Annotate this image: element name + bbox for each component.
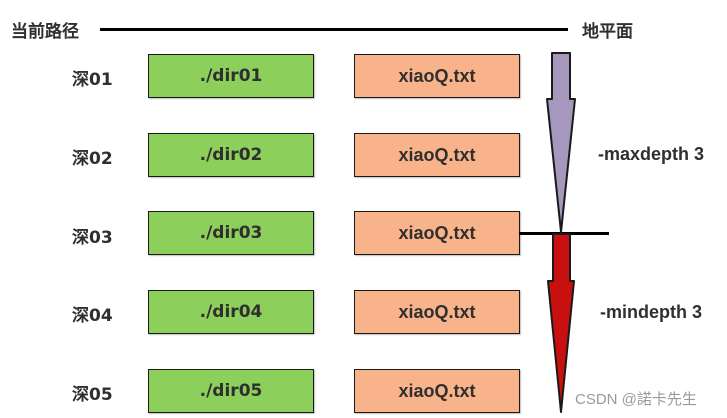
file-box: xiaoQ.txt — [354, 290, 520, 334]
mindepth-arrow — [547, 233, 575, 413]
depth-label: 深02 — [72, 149, 113, 169]
maxdepth-arrow — [546, 52, 576, 233]
dir-box: ./dir04 — [148, 290, 314, 334]
file-box: xiaoQ.txt — [354, 133, 520, 177]
dir-box: ./dir03 — [148, 211, 314, 255]
watermark: CSDN @諾卡先生 — [575, 391, 697, 408]
dir-box: ./dir01 — [148, 54, 314, 98]
depth-label: 深01 — [72, 70, 113, 90]
file-box: xiaoQ.txt — [354, 54, 520, 98]
depth-label: 深04 — [72, 306, 113, 326]
depth-label: 深05 — [72, 385, 113, 405]
depth-label: 深03 — [72, 228, 113, 248]
current-path-label: 当前路径 — [11, 22, 79, 42]
ground-line — [100, 28, 568, 31]
file-box: xiaoQ.txt — [354, 369, 520, 413]
dir-box: ./dir05 — [148, 369, 314, 413]
maxdepth-option-label: -maxdepth 3 — [598, 144, 705, 164]
mindepth-option-label: -mindepth 3 — [600, 302, 702, 322]
ground-label: 地平面 — [582, 22, 633, 42]
dir-box: ./dir02 — [148, 133, 314, 177]
file-box: xiaoQ.txt — [354, 211, 520, 255]
